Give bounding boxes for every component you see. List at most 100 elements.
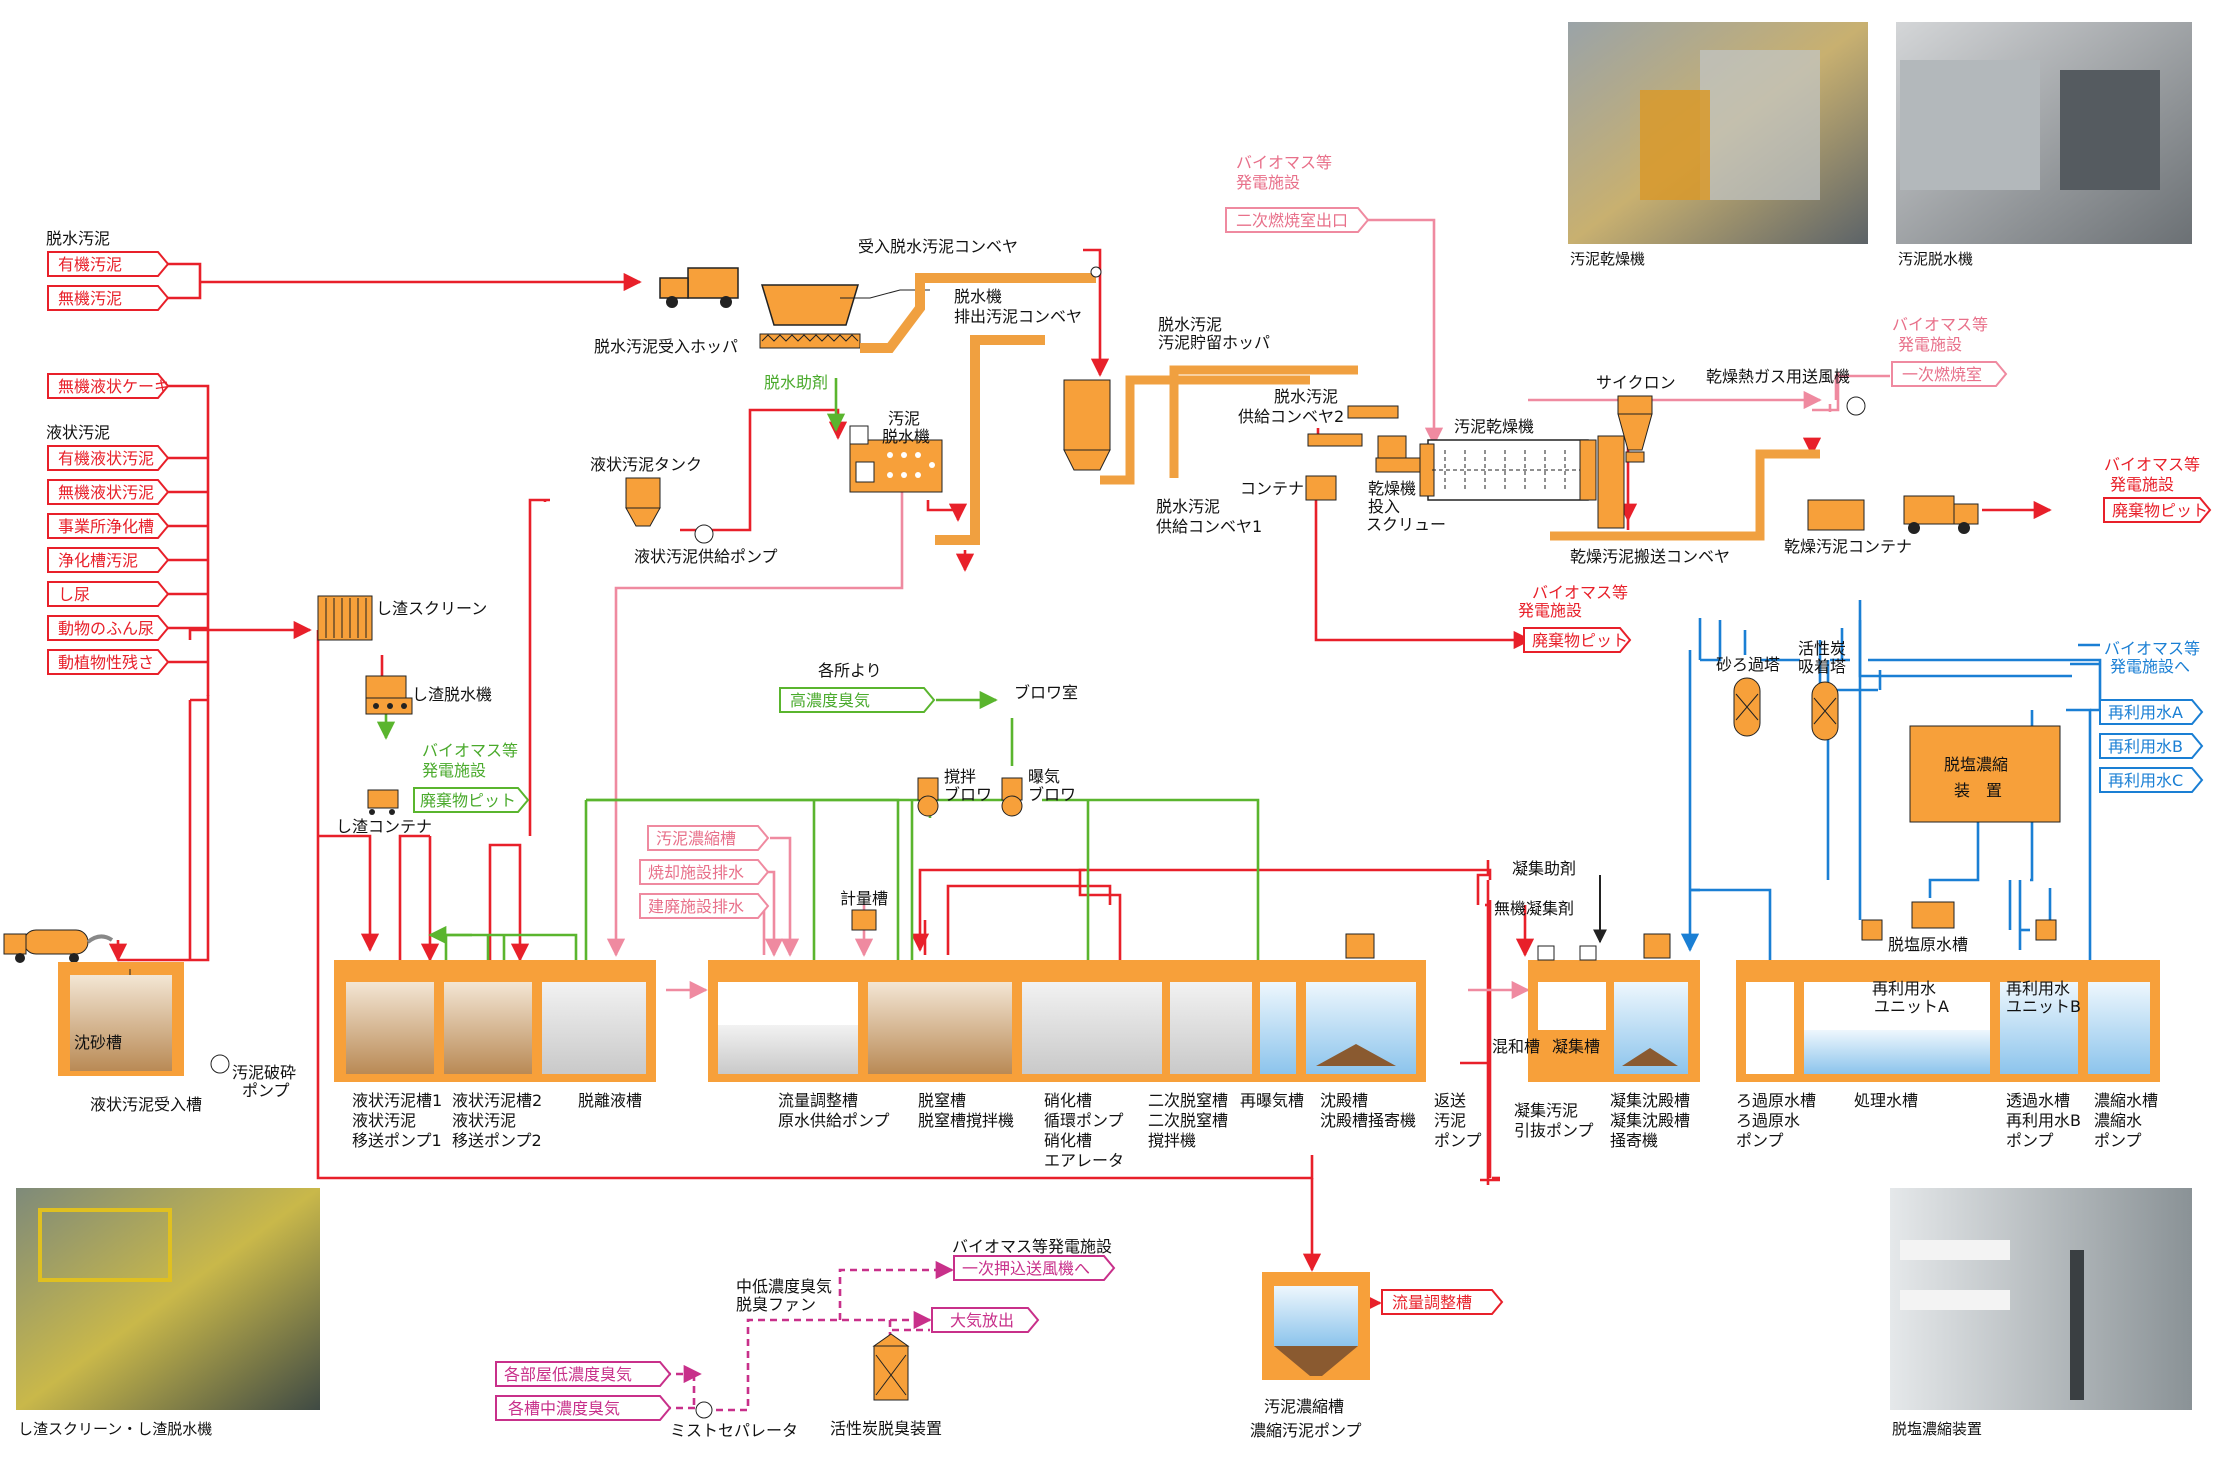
tank-label: 液状汚泥 <box>452 1111 516 1130</box>
svg-text:ブロワ: ブロワ <box>944 785 992 804</box>
sludge-dryer-icon <box>1419 435 1625 529</box>
tank-label: 掻寄機 <box>1610 1131 1658 1150</box>
svg-text:脱水汚泥: 脱水汚泥 <box>1158 315 1222 334</box>
tank-label: 撹拌機 <box>1148 1131 1196 1150</box>
svg-text:汚泥乾燥機: 汚泥乾燥機 <box>1454 417 1534 436</box>
svg-text:各所より: 各所より <box>818 661 882 680</box>
tank-label: 再利用水B <box>2006 1111 2081 1130</box>
tag-label: し尿 <box>58 585 90 604</box>
tag-label: 事業所浄化槽 <box>58 517 154 536</box>
tag-reuse-c: 再利用水C <box>2099 767 2204 793</box>
svg-text:吸着塔: 吸着塔 <box>1798 657 1846 676</box>
svg-text:焼却施設排水: 焼却施設排水 <box>648 863 744 882</box>
supply-conveyor-2-icon <box>1347 405 1399 419</box>
tag-primary-fan: 一次押込送風機へ <box>953 1255 1116 1281</box>
tag-reuse-a: 再利用水A <box>2099 699 2204 725</box>
svg-text:コンテナ: コンテナ <box>1240 479 1304 498</box>
tank-label: 二次脱窒槽 <box>1148 1091 1228 1110</box>
tank-label: 液状汚泥槽2 <box>452 1091 542 1110</box>
pump-icon <box>694 524 714 544</box>
svg-text:バイオマス等: バイオマス等 <box>422 741 518 760</box>
tank-label: 原水供給ポンプ <box>778 1111 890 1130</box>
svg-text:各部屋低濃度臭気: 各部屋低濃度臭気 <box>504 1365 632 1384</box>
svg-text:無機汚泥: 無機汚泥 <box>58 289 122 308</box>
tank-label: 沈殿槽掻寄機 <box>1320 1111 1416 1130</box>
thickening-tank-icon <box>1262 1272 1370 1380</box>
svg-text:汚泥濃縮槽: 汚泥濃縮槽 <box>656 829 736 848</box>
svg-text:凝集助剤: 凝集助剤 <box>1512 859 1576 878</box>
svg-text:一次燃焼室: 一次燃焼室 <box>1902 365 1982 384</box>
tag-liquid-item: 動植物性残さ <box>47 649 170 675</box>
svg-text:液状汚泥受入槽: 液状汚泥受入槽 <box>90 1095 202 1114</box>
tank-label: 流量調整槽 <box>778 1091 858 1110</box>
tank-label: 液状汚泥槽1 <box>352 1091 442 1110</box>
meter-tank-icon <box>851 909 877 931</box>
photo-caption: 汚泥脱水機 <box>1898 250 1973 268</box>
svg-text:脱塩原水槽: 脱塩原水槽 <box>1888 935 1968 954</box>
svg-text:投入: 投入 <box>1368 497 1400 516</box>
svg-text:脱塩濃縮: 脱塩濃縮 <box>1944 755 2008 774</box>
deodor-fan-icon <box>695 1401 713 1419</box>
svg-text:ユニットA: ユニットA <box>1874 997 1949 1016</box>
svg-text:脱臭ファン: 脱臭ファン <box>736 1295 816 1314</box>
svg-text:液状汚泥タンク: 液状汚泥タンク <box>590 455 702 474</box>
svg-text:バイオマス等発電施設: バイオマス等発電施設 <box>952 1237 1112 1256</box>
svg-text:乾燥機: 乾燥機 <box>1368 479 1416 498</box>
svg-text:濃縮汚泥ポンプ: 濃縮汚泥ポンプ <box>1250 1421 1362 1440</box>
destination-tags: 二次燃焼室出口 一次燃焼室 廃棄物ピット 廃棄物ピット 廃棄物ピット 高濃度臭気… <box>413 207 2212 1421</box>
svg-text:再利用水A: 再利用水A <box>2108 703 2183 722</box>
svg-text:受入脱水汚泥コンベヤ: 受入脱水汚泥コンベヤ <box>858 237 1018 256</box>
svg-text:計量槽: 計量槽 <box>840 889 888 908</box>
supply-conveyor-1-icon <box>1169 365 1358 478</box>
tank-label: 引抜ポンプ <box>1514 1121 1594 1140</box>
tank-label: 硝化槽 <box>1044 1131 1092 1150</box>
svg-text:凝集槽: 凝集槽 <box>1552 1037 1600 1056</box>
tank-label: 移送ポンプ2 <box>452 1131 542 1150</box>
tank-label: ポンプ <box>1434 1131 1482 1150</box>
desalt-unit-icon <box>1909 725 2061 823</box>
desalt-raw-tank-icon <box>1911 901 1955 929</box>
tag-waste-pit: 廃棄物ピット <box>2103 497 2212 523</box>
tag-thick-tank: 汚泥濃縮槽 <box>647 825 770 851</box>
tag-inorganic: 無機汚泥 <box>47 285 170 311</box>
dewatered-heading: 脱水汚泥 <box>46 229 110 248</box>
svg-text:発電施設: 発電施設 <box>1518 601 1582 620</box>
photo-caption: し渣スクリーン・し渣脱水機 <box>18 1420 212 1438</box>
tag-liquid-item: し尿 <box>47 581 170 607</box>
sludge-dewaterer-icon <box>849 425 943 493</box>
tank-label: エアレータ <box>1044 1151 1124 1170</box>
tank-label: 液状汚泥 <box>352 1111 416 1130</box>
tag-flow-tank-out: 流量調整槽 <box>1381 1289 1504 1315</box>
tag-liquid-item: 浄化槽汚泥 <box>47 547 170 573</box>
svg-text:脱水機: 脱水機 <box>954 287 1002 306</box>
svg-text:汚泥: 汚泥 <box>888 409 920 428</box>
tank-label: 返送 <box>1434 1091 1466 1110</box>
tank-label: 凝集沈殿槽 <box>1610 1111 1690 1130</box>
svg-text:脱水助剤: 脱水助剤 <box>764 373 828 392</box>
svg-text:供給コンベヤ1: 供給コンベヤ1 <box>1156 517 1262 536</box>
tag-label: 動植物性残さ <box>58 653 154 672</box>
svg-text:乾燥汚泥搬送コンベヤ: 乾燥汚泥搬送コンベヤ <box>1570 547 1730 566</box>
tag-secondary-exit: 二次燃焼室出口 <box>1225 207 1370 233</box>
svg-text:発電施設: 発電施設 <box>2110 475 2174 494</box>
svg-text:流量調整槽: 流量調整槽 <box>1392 1293 1472 1312</box>
flow-lines <box>108 218 2102 1412</box>
tank-label: 濃縮水 <box>2094 1111 2142 1130</box>
tag-label: 動物のふん尿 <box>58 619 154 638</box>
svg-text:排出汚泥コンベヤ: 排出汚泥コンベヤ <box>954 307 1082 326</box>
tag-build-water: 建廃施設排水 <box>639 893 770 919</box>
svg-text:二次燃焼室出口: 二次燃焼室出口 <box>1236 211 1348 230</box>
svg-text:再利用水B: 再利用水B <box>2108 737 2183 756</box>
svg-text:大気放出: 大気放出 <box>950 1311 1014 1330</box>
truck-icon <box>1903 495 1979 534</box>
svg-text:中低濃度臭気: 中低濃度臭気 <box>736 1277 832 1296</box>
svg-text:供給コンベヤ2: 供給コンベヤ2 <box>1238 407 1344 426</box>
liquid-heading: 液状汚泥 <box>46 423 110 442</box>
tank-label: 凝集沈殿槽 <box>1610 1091 1690 1110</box>
svg-text:廃棄物ピット: 廃棄物ピット <box>420 791 516 810</box>
tank-label: 硝化槽 <box>1044 1091 1092 1110</box>
dry-container-icon <box>1807 499 1865 531</box>
tank-label: ろ過原水槽 <box>1736 1091 1816 1110</box>
svg-text:沈砂槽: 沈砂槽 <box>74 1033 122 1052</box>
